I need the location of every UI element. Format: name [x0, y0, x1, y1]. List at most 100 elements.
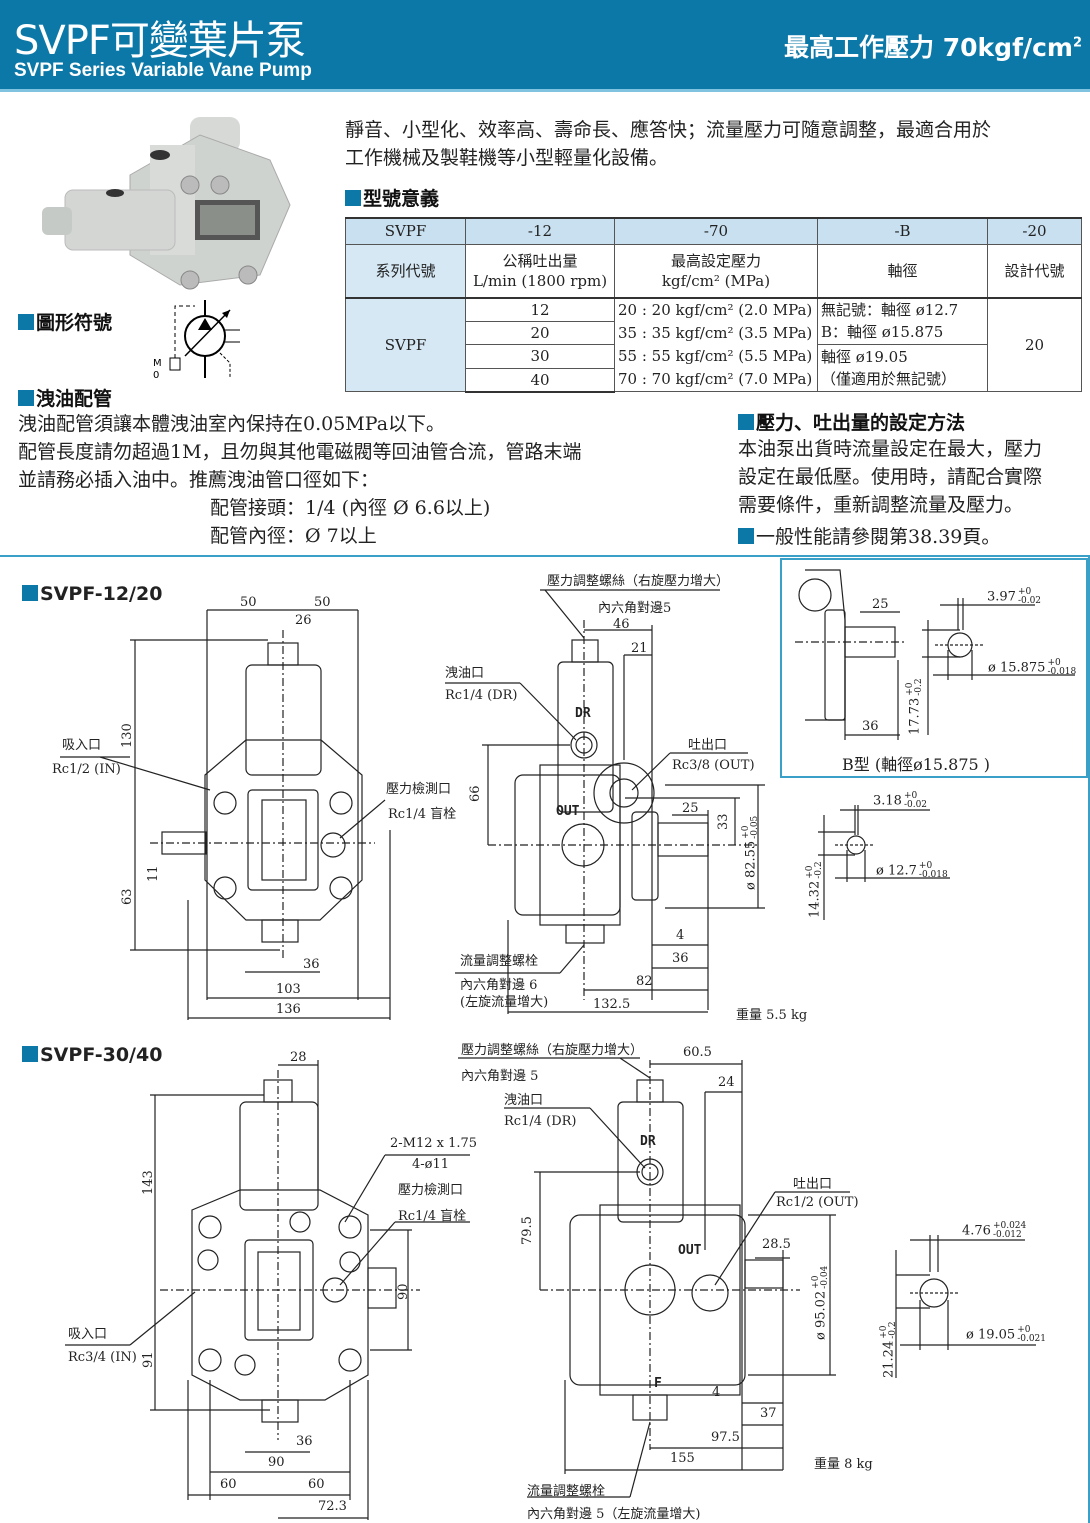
port-label: 吐出口	[688, 738, 728, 753]
svg-text:M: M	[153, 358, 162, 369]
dim-label: 11	[146, 865, 161, 882]
dim-label: 60	[308, 1477, 325, 1492]
dim-label: 21	[631, 641, 648, 656]
dim-label: ø 12.7+0-0.018	[876, 861, 948, 880]
callout-label: 4-ø11	[412, 1157, 450, 1172]
dim-label: 21.24+0-0.2	[879, 1321, 898, 1378]
dim-label: 155	[670, 1451, 695, 1466]
dim-label: 36	[862, 719, 879, 734]
dim-label: ø 15.875+0-0.018	[988, 658, 1077, 677]
b-type-shaft-panel	[780, 558, 1088, 778]
dim-label: ø 19.05+0-0.021	[966, 1325, 1046, 1344]
dim-label: ø 95.02+0-0.04	[811, 1265, 830, 1340]
callout-label: 壓力調整螺絲（右旋壓力增大）	[461, 1043, 644, 1058]
out-marking: OUT	[556, 804, 580, 819]
page-header: SVPF可變葉片泵 SVPF Series Variable Vane Pump…	[0, 0, 1090, 92]
square-bullet-icon	[345, 190, 361, 206]
dim-label: 50	[240, 595, 257, 610]
dim-label: 90	[268, 1455, 285, 1470]
dim-label: 28.5	[762, 1237, 791, 1252]
dim-label: 4.76+0.024-0.012	[962, 1221, 1027, 1240]
port-label: 吸入口	[62, 738, 102, 753]
port-label: 吸入口	[68, 1327, 108, 1342]
dim-label: 4	[712, 1385, 721, 1400]
pump-photo	[42, 117, 291, 290]
port-label: Rc1/2 (OUT)	[776, 1195, 859, 1210]
weight-label: 重量 8 kg	[814, 1457, 873, 1472]
square-bullet-icon	[18, 390, 34, 406]
dim-label: 136	[276, 1002, 301, 1017]
setting-text: 本油泵出貨時流量設定在最大，壓力 設定在最低壓。使用時，請配合實際 需要條件，重…	[738, 438, 1043, 548]
dr-marking: DR	[640, 1134, 656, 1149]
svpf30-title: SVPF-30/40	[22, 1044, 162, 1066]
dim-label: 17.73+0-0.2	[905, 678, 924, 735]
max-pressure: 最高工作壓力 70kgf/cm2	[784, 33, 1082, 62]
dim-label: 90	[396, 1283, 411, 1300]
dim-label: 36	[303, 957, 320, 972]
port-label: 壓力檢測口	[386, 782, 452, 797]
symbol-heading: 圖形符號	[18, 308, 112, 335]
svpf12-title: SVPF-12/20	[22, 583, 162, 605]
port-label: Rc1/4 盲栓	[388, 807, 457, 822]
dim-label: 24	[718, 1075, 735, 1090]
square-bullet-icon	[738, 414, 754, 430]
dim-label: 130	[120, 723, 135, 748]
callout-label: 內六角對邊 5（左旋流量增大)	[527, 1507, 701, 1522]
dim-label: 60	[220, 1477, 237, 1492]
dim-label: 46	[613, 617, 630, 632]
square-bullet-icon	[738, 528, 754, 544]
dim-label: 3.18+0-0.02	[873, 791, 928, 810]
dim-label: 79.5	[520, 1216, 535, 1245]
port-label: 洩油口	[504, 1093, 544, 1108]
dim-label: 132.5	[593, 997, 631, 1012]
port-label: Rc1/4 盲栓	[398, 1209, 467, 1224]
square-bullet-icon	[22, 585, 38, 601]
dim-label: 28	[290, 1050, 307, 1065]
dim-label: 37	[760, 1406, 777, 1421]
dim-label: 33	[716, 813, 731, 830]
callout-label: (左旋流量增大)	[460, 995, 549, 1010]
weight-label: 重量 5.5 kg	[736, 1008, 808, 1023]
port-label: Rc3/4 (IN)	[68, 1350, 137, 1365]
model-heading: 型號意義	[345, 184, 439, 211]
hydraulic-symbol-icon: M 0	[153, 300, 240, 381]
dim-label: 25	[682, 801, 699, 816]
callout-label: 內六角對邊5	[598, 601, 672, 616]
callout-label: 流量調整螺栓	[460, 954, 539, 969]
port-label: 壓力檢測口	[398, 1183, 464, 1198]
f-marking: F	[654, 1376, 662, 1391]
dim-label: 3.97+0-0.02	[987, 587, 1042, 606]
dim-label: 66	[468, 785, 483, 802]
callout-label: 內六角對邊 6	[460, 978, 538, 993]
port-label: Rc1/4 (DR)	[504, 1114, 577, 1129]
intro-text: 靜音、小型化、效率高、壽命長、應答快；流量壓力可隨意調整，最適合用於工作機械及製…	[345, 119, 992, 169]
port-label: Rc3/8 (OUT)	[672, 758, 755, 773]
page-title: SVPF可變葉片泵	[14, 18, 306, 64]
callout-label: 內六角對邊 5	[461, 1069, 539, 1084]
dim-label: 91	[141, 1351, 156, 1368]
dim-label: 82	[636, 974, 653, 989]
square-bullet-icon	[18, 314, 34, 330]
callout-label: 流量調整螺栓	[527, 1484, 606, 1499]
dim-label: 60.5	[683, 1045, 712, 1060]
dim-label: 25	[872, 597, 889, 612]
port-label: 洩油口	[445, 666, 485, 681]
dim-label: 72.3	[318, 1499, 347, 1514]
port-label: Rc1/2 (IN)	[52, 762, 121, 777]
b-type-caption: B型 (軸徑ø15.875 )	[842, 755, 991, 774]
dim-label: 63	[120, 888, 135, 905]
svg-text:0: 0	[153, 370, 159, 381]
dim-label: 36	[296, 1434, 313, 1449]
port-label: 吐出口	[793, 1177, 833, 1192]
dim-label: 4	[676, 928, 685, 943]
setting-heading: 壓力、吐出量的設定方法	[738, 408, 965, 435]
port-label: Rc1/4 (DR)	[445, 688, 518, 703]
dim-label: 14.32+0-0.2	[805, 861, 824, 918]
dr-marking: DR	[575, 706, 591, 721]
square-bullet-icon	[22, 1046, 38, 1062]
dim-label: 36	[672, 951, 689, 966]
drain-heading: 洩油配管	[18, 384, 112, 411]
drain-text: 洩油配管須讓本體洩油室內保持在0.05MPa以下。 配管長度請勿超過1M，且勿與…	[18, 413, 582, 547]
callout-label: 壓力調整螺絲（右旋壓力增大）	[547, 574, 730, 589]
dim-label: 50	[314, 595, 331, 610]
